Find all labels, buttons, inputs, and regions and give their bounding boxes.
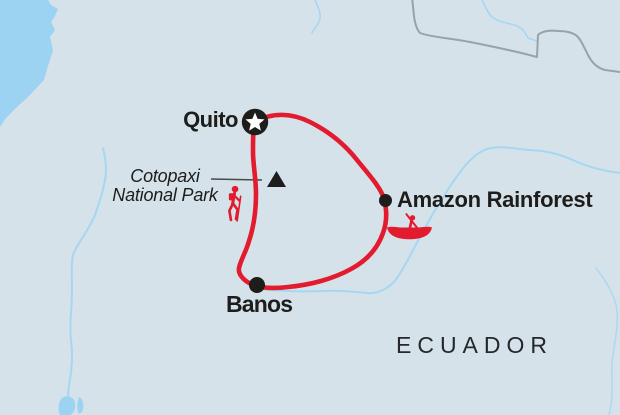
hiker-icon (228, 185, 242, 222)
quito-label: Quito (183, 107, 238, 132)
amazon-stop-marker (379, 194, 392, 207)
mountain-peak-icon (267, 171, 286, 187)
river-top-right (481, 0, 538, 42)
river-top-center (311, 0, 321, 34)
river-pastaza (257, 146, 620, 295)
quito-capital-star-icon (241, 108, 269, 136)
cotopaxi-national-park-label: Cotopaxi National Park (85, 167, 245, 205)
river-east-edge (595, 267, 619, 415)
cotopaxi-label-line2: National Park (112, 185, 218, 205)
river-west (67, 147, 108, 401)
lakes (58, 396, 84, 415)
banos-stop-marker (249, 277, 265, 293)
amazon-rainforest-label: Amazon Rainforest (397, 187, 593, 212)
cotopaxi-label-line1: Cotopaxi (130, 166, 200, 186)
canoe-icon (387, 213, 432, 240)
ocean-shape (0, 0, 58, 127)
country-border-line (411, 0, 620, 73)
country-name-label: ECUADOR (396, 332, 554, 358)
route-line (236, 112, 389, 291)
banos-label: Banos (226, 291, 293, 317)
